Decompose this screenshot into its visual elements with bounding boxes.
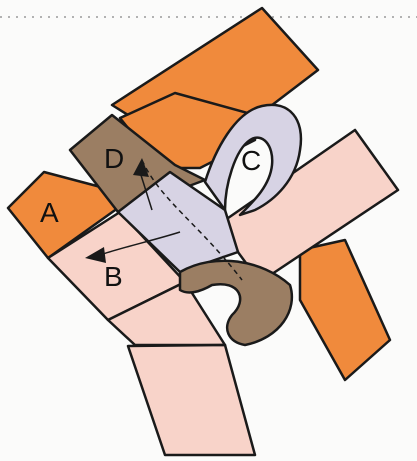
label-c: C [241, 145, 261, 176]
orange-strip-bottom-right [300, 240, 390, 380]
label-a: A [40, 197, 59, 228]
label-d: D [104, 143, 124, 174]
label-b: B [104, 261, 123, 292]
pink-strip-bottom-tail [128, 345, 255, 455]
